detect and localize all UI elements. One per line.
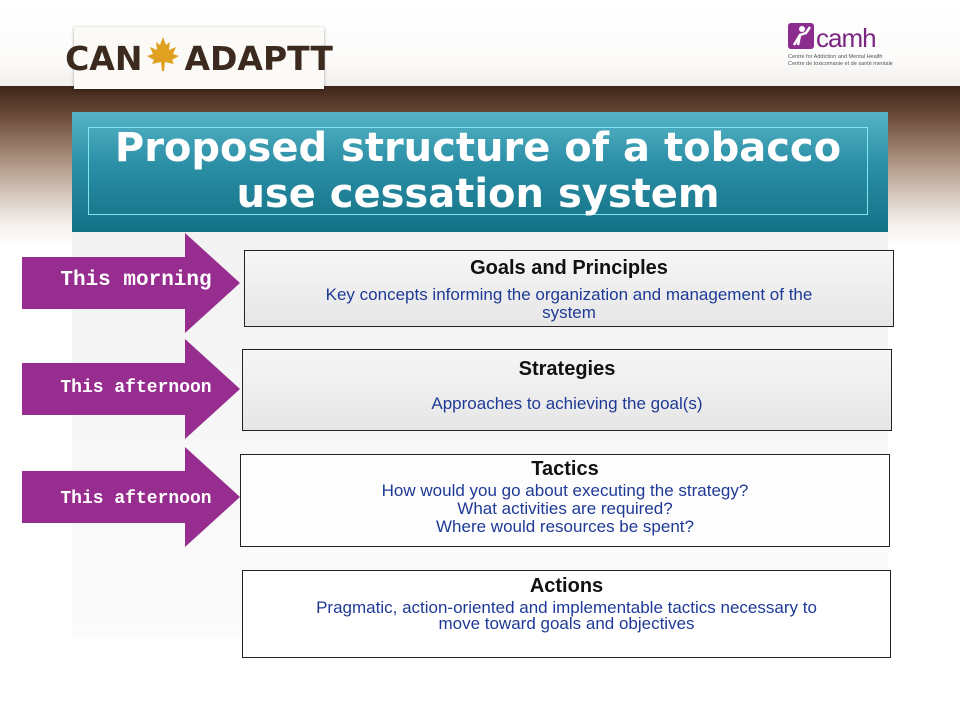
arrow-this-morning: This morning	[22, 233, 240, 333]
title-line-2: use cessation system	[236, 171, 720, 217]
arrow-label: This afternoon	[60, 489, 212, 509]
camh-wordmark: camh	[816, 23, 877, 53]
box-line: What activities are required?	[457, 499, 673, 518]
box-heading: Actions	[529, 575, 604, 597]
maple-leaf-icon	[146, 36, 180, 80]
box-line: Approaches to achieving the goal(s)	[431, 394, 703, 413]
can-adaptt-logo: CAN ADAPTT	[65, 27, 333, 89]
title-line-1: Proposed structure of a tobacco	[114, 125, 842, 171]
camh-subtitle-fr: Centre de toxicomanie et de santé mental…	[788, 61, 893, 67]
camh-logo: camh Centre for Addiction and Mental Hea…	[782, 19, 893, 75]
box-line: Key concepts informing the organization …	[325, 285, 813, 304]
slide-title: Proposed structure of a tobacco use cess…	[88, 125, 868, 217]
box-line: Where would resources be spent?	[436, 517, 694, 536]
camh-figure-icon	[788, 23, 814, 49]
logo-text-can: CAN	[65, 38, 143, 78]
box-line: Pragmatic, action-oriented and implement…	[316, 598, 817, 617]
box-goals-principles: Goals and Principles Key concepts inform…	[244, 250, 894, 327]
box-tactics: Tactics How would you go about executing…	[240, 454, 890, 547]
box-heading: Strategies	[518, 358, 616, 380]
arrow-label: This morning	[60, 269, 212, 292]
box-heading: Tactics	[531, 458, 599, 480]
box-line: system	[542, 303, 596, 322]
box-line: How would you go about executing the str…	[381, 481, 749, 500]
arrow-label: This afternoon	[60, 378, 212, 398]
box-line: move toward goals and objectives	[438, 614, 695, 633]
box-heading: Goals and Principles	[470, 257, 668, 279]
camh-subtitle-en: Centre for Addiction and Mental Health	[788, 54, 883, 60]
title-band	[72, 112, 888, 232]
box-actions: Actions Pragmatic, action-oriented and i…	[242, 570, 891, 658]
box-strategies: Strategies Approaches to achieving the g…	[242, 349, 892, 431]
logo-text-adaptt: ADAPTT	[184, 38, 333, 78]
arrow-this-afternoon-1: This afternoon	[22, 339, 240, 439]
arrow-this-afternoon-2: This afternoon	[22, 447, 240, 547]
